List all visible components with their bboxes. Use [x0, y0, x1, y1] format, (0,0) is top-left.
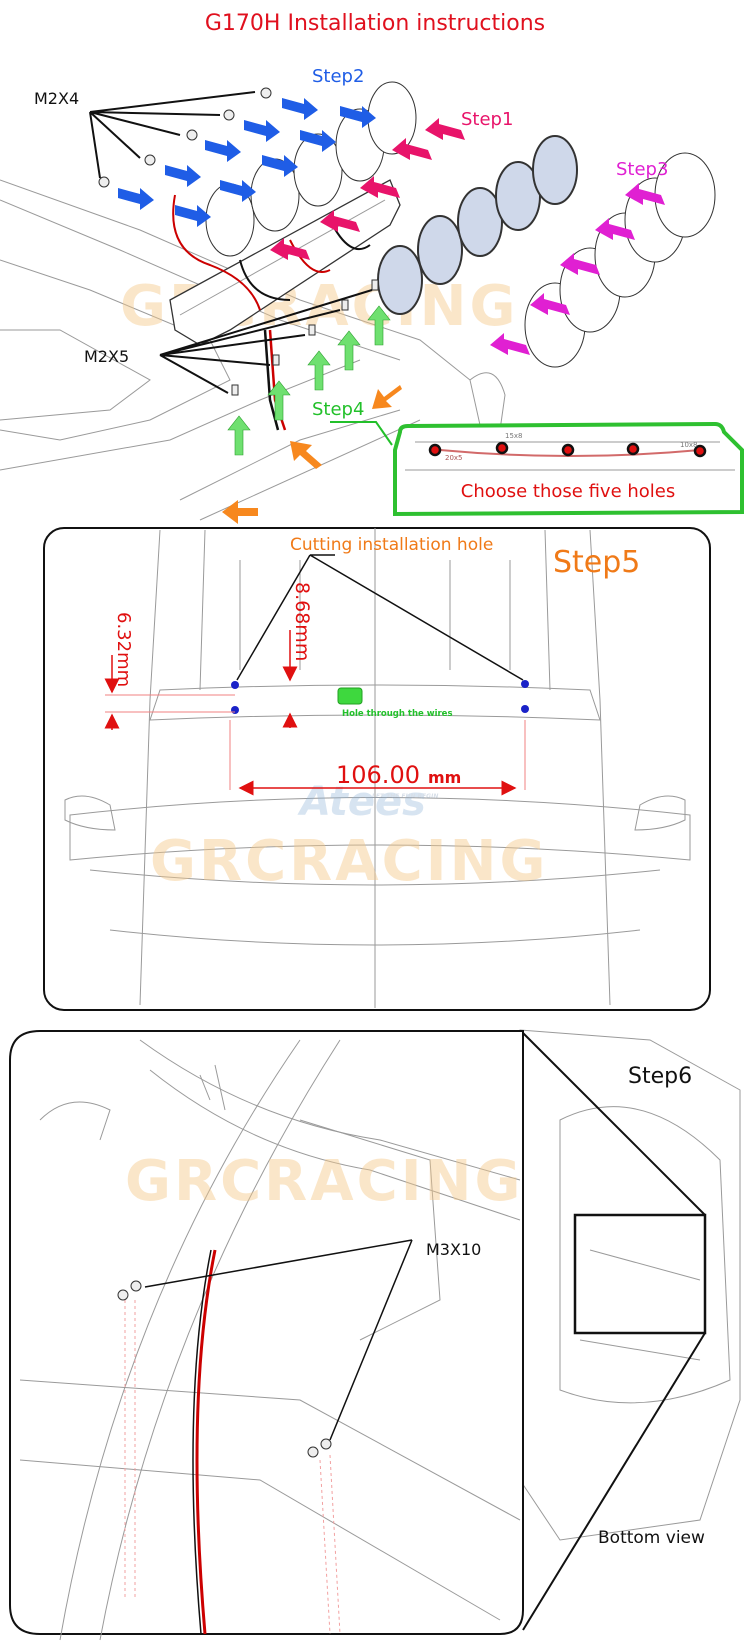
lamp-housings: [172, 81, 417, 431]
step3-arrows: [490, 183, 665, 355]
label-m2x4: M2X4: [34, 89, 79, 108]
watermark-2: GRCRACING: [150, 829, 548, 894]
m3x10-screw: [117, 1289, 129, 1301]
zoom-region-box: [573, 1213, 707, 1335]
step4-leader: [330, 421, 393, 446]
hole-marker: [231, 681, 239, 689]
watermark-3: GRCRACING: [125, 1149, 523, 1214]
orange-arrows: [222, 385, 402, 524]
step4-callout: 15x8 20x5 10x8 Choose those five holes: [393, 421, 744, 517]
dim-extension-lines: [229, 720, 526, 790]
dim-8-68: 8.68mm: [291, 582, 313, 661]
step4-arrows: [227, 305, 391, 456]
dim-6-32: 6.32mm: [113, 612, 134, 687]
step5-panel: GRCRACING Atees LET THE FUN BEGIN Cuttin…: [43, 527, 711, 1011]
label-m2x5: M2X5: [84, 347, 129, 366]
cut-hole-label: Cutting installation hole: [290, 535, 493, 555]
m2x5-screws: [159, 279, 379, 396]
choose-holes-label: Choose those five holes: [461, 481, 676, 502]
hole-mark-15x8: 15x8: [505, 432, 523, 440]
step3-label: Step3: [616, 159, 668, 180]
dim-106-value: 106.00: [336, 761, 420, 789]
hole-marker: [521, 705, 529, 713]
step4-label: Step4: [312, 399, 364, 420]
hole-marker: [231, 706, 239, 714]
logo-tagline: LET THE FUN BEGIN: [372, 793, 438, 800]
step6-label: Step6: [628, 1064, 692, 1089]
hole-mark-10x8: 10x8: [680, 441, 698, 449]
hole-mark-20x5: 20x5: [445, 454, 463, 462]
m3x10-screw: [130, 1280, 142, 1292]
m3x10-leaders: [144, 1239, 413, 1441]
wire-hole-label: Hole through the wires: [342, 709, 453, 719]
label-m3x10: M3X10: [426, 1240, 481, 1259]
cut-hole-leaders: [236, 554, 524, 681]
m3x10-screw: [307, 1446, 319, 1458]
step5-label: Step5: [553, 545, 640, 580]
dim-106-unit: mm: [428, 768, 461, 787]
dim-extension-lines: [105, 694, 235, 713]
hole-marker: [521, 680, 529, 688]
m2x4-screws: [89, 87, 272, 188]
page-title: G170H Installation instructions: [205, 11, 545, 36]
step2-label: Step2: [312, 66, 364, 87]
bottom-view-label: Bottom view: [598, 1528, 705, 1548]
step1-arrows: [270, 118, 465, 260]
step6-panel: GRCRACING M3X10 Step6 Bottom view: [9, 1029, 741, 1641]
chrome-lamps: [377, 135, 578, 315]
wire-hole-marker: [337, 687, 363, 705]
step1-label: Step1: [461, 109, 513, 130]
zoom-connectors: [522, 1032, 706, 1631]
step2-arrows: [118, 98, 376, 227]
m3x10-screw: [320, 1438, 332, 1450]
